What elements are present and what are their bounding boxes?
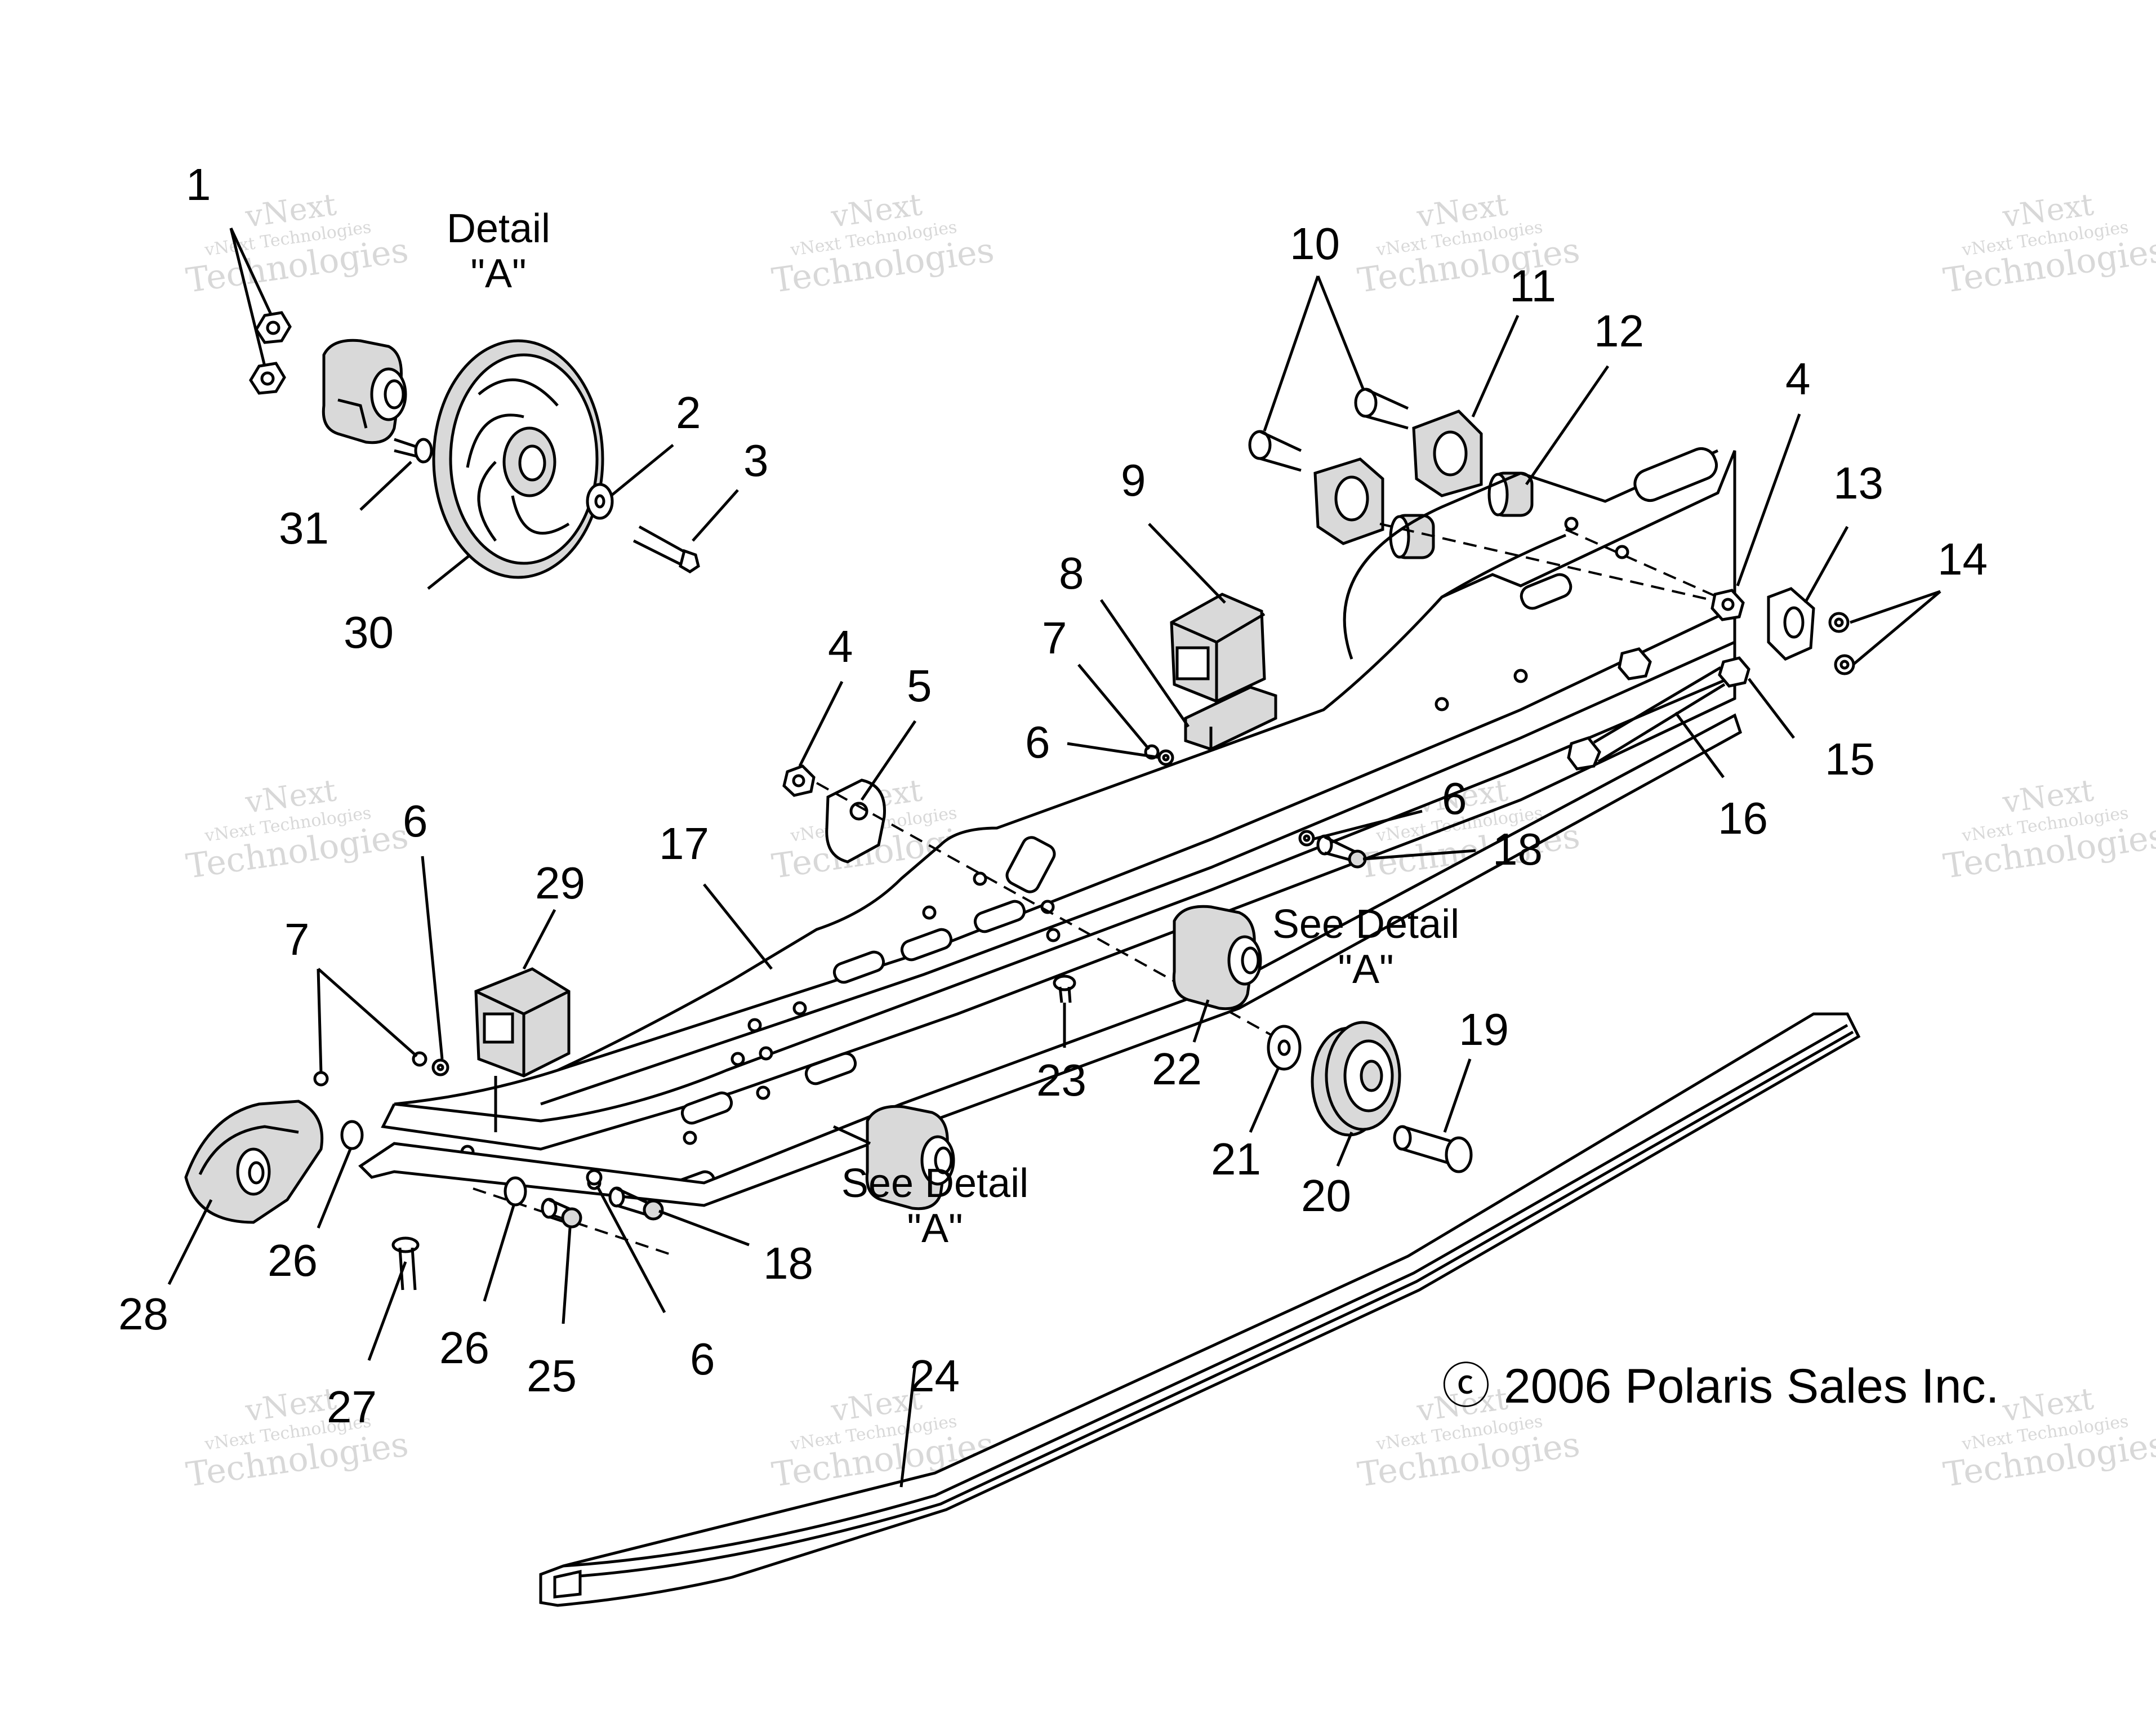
callout-26-left: 26 xyxy=(268,1235,318,1285)
leader-lines xyxy=(167,227,1941,1488)
watermark: vNext vNext Technologies Technologies xyxy=(769,186,996,301)
part-rail-lower xyxy=(358,713,1743,1207)
callout-28: 28 xyxy=(118,1289,168,1339)
part-end-cap-28 xyxy=(184,1100,324,1224)
assembly-lines xyxy=(473,523,1724,1257)
callout-10: 10 xyxy=(1290,219,1340,269)
callout-17: 17 xyxy=(659,818,709,869)
callout-8: 8 xyxy=(1059,548,1084,598)
see-detail-upper: See Detail xyxy=(1272,902,1459,947)
part-stopper-29 xyxy=(474,967,571,1078)
callout-25: 25 xyxy=(527,1351,577,1401)
part-nuts-14 xyxy=(1828,612,1855,675)
callout-26-lower: 26 xyxy=(439,1323,489,1373)
part-pins-10 xyxy=(1248,388,1409,472)
watermark: vNext vNext Technologies Technologies xyxy=(184,186,411,301)
copyright-notice: ⓒ 2006 Polaris Sales Inc. xyxy=(1442,1359,1999,1413)
callout-11: 11 xyxy=(1509,261,1556,311)
detail-a-letter: "A" xyxy=(470,251,526,296)
captions: Detail "A" See Detail "A" See Detail "A" xyxy=(447,206,1459,1251)
callout-3: 3 xyxy=(743,435,769,486)
part-idler-block-upper xyxy=(1172,905,1262,1011)
callout-29: 29 xyxy=(535,858,585,908)
see-detail-lower-letter: "A" xyxy=(907,1206,963,1251)
part-nut-lower xyxy=(1618,647,1652,680)
watermark: vNext vNext Technologies Technologies xyxy=(184,772,411,887)
callout-14: 14 xyxy=(1937,534,1988,584)
part-nut-4-left xyxy=(782,764,816,797)
part-slide-block-8 xyxy=(1184,686,1277,751)
callout-21: 21 xyxy=(1211,1134,1261,1184)
part-idler-block xyxy=(322,339,407,444)
watermark: vNext vNext Technologies Technologies xyxy=(1941,1381,2156,1495)
callout-7-upper: 7 xyxy=(1042,613,1067,663)
callout-12: 12 xyxy=(1594,306,1644,356)
callout-24: 24 xyxy=(910,1351,960,1401)
part-blocks-11 xyxy=(1313,410,1483,545)
part-slide-24 xyxy=(539,1012,1861,1607)
callout-2: 2 xyxy=(676,388,701,438)
callouts: 1 2 3 4 4 5 6 6 6 6 7 7 8 9 10 11 12 13 … xyxy=(118,159,1988,1432)
part-nuts-1 xyxy=(249,311,292,395)
part-stopper-9 xyxy=(1170,593,1266,703)
callout-4-left: 4 xyxy=(828,621,853,671)
callout-23: 23 xyxy=(1036,1055,1086,1105)
callout-1: 1 xyxy=(186,159,211,210)
callout-18-upper: 18 xyxy=(1493,824,1543,874)
part-bolt-16 xyxy=(1567,666,1726,771)
watermarks: vNext vNext Technologies Technologies vN… xyxy=(184,186,2156,1495)
callout-6-left: 6 xyxy=(403,796,428,846)
part-wheel-30 xyxy=(432,339,604,579)
see-detail-lower: See Detail xyxy=(841,1161,1028,1206)
part-bolt-31 xyxy=(394,438,433,464)
watermark: vNext vNext Technologies Technologies xyxy=(1941,186,2156,301)
callout-5: 5 xyxy=(907,661,932,711)
callout-31: 31 xyxy=(279,503,329,553)
see-detail-upper-letter: "A" xyxy=(1338,947,1393,992)
part-bolt-23 xyxy=(1053,974,1076,1003)
callout-18-lower: 18 xyxy=(763,1238,813,1288)
part-bolt-19 xyxy=(1393,1125,1473,1173)
part-bolt-18-lower xyxy=(608,1186,664,1221)
part-rail-frame-17 xyxy=(381,447,1736,1204)
part-nut-4-right xyxy=(1710,589,1745,621)
callout-22: 22 xyxy=(1152,1044,1202,1094)
callout-4-right: 4 xyxy=(1785,354,1811,404)
part-bracket-13 xyxy=(1767,587,1815,661)
callout-20: 20 xyxy=(1301,1171,1351,1221)
callout-19: 19 xyxy=(1459,1004,1509,1054)
callout-15: 15 xyxy=(1825,734,1875,784)
callout-6-upper: 6 xyxy=(1025,717,1050,767)
callout-6-lower: 6 xyxy=(690,1334,715,1384)
callout-6-right: 6 xyxy=(1442,773,1467,824)
detail-a-title: Detail xyxy=(447,206,550,251)
part-hardware-left xyxy=(313,1051,603,1207)
part-bolt-3 xyxy=(632,525,700,573)
part-bolt-25 xyxy=(541,1198,582,1229)
part-washer-2 xyxy=(586,483,614,520)
part-wheel-20 xyxy=(1311,1021,1401,1137)
part-nut-15 xyxy=(1718,656,1750,688)
part-washer-21 xyxy=(1267,1025,1302,1071)
part-idler-block-lower xyxy=(865,1105,955,1211)
callout-30: 30 xyxy=(344,607,394,657)
part-bolt-27 xyxy=(391,1236,420,1291)
callout-7-left: 7 xyxy=(284,914,310,964)
callout-16: 16 xyxy=(1718,793,1768,843)
callout-27: 27 xyxy=(327,1382,377,1432)
callout-13: 13 xyxy=(1833,458,1883,508)
callout-9: 9 xyxy=(1121,455,1146,505)
watermark: vNext vNext Technologies Technologies xyxy=(1941,772,2156,887)
